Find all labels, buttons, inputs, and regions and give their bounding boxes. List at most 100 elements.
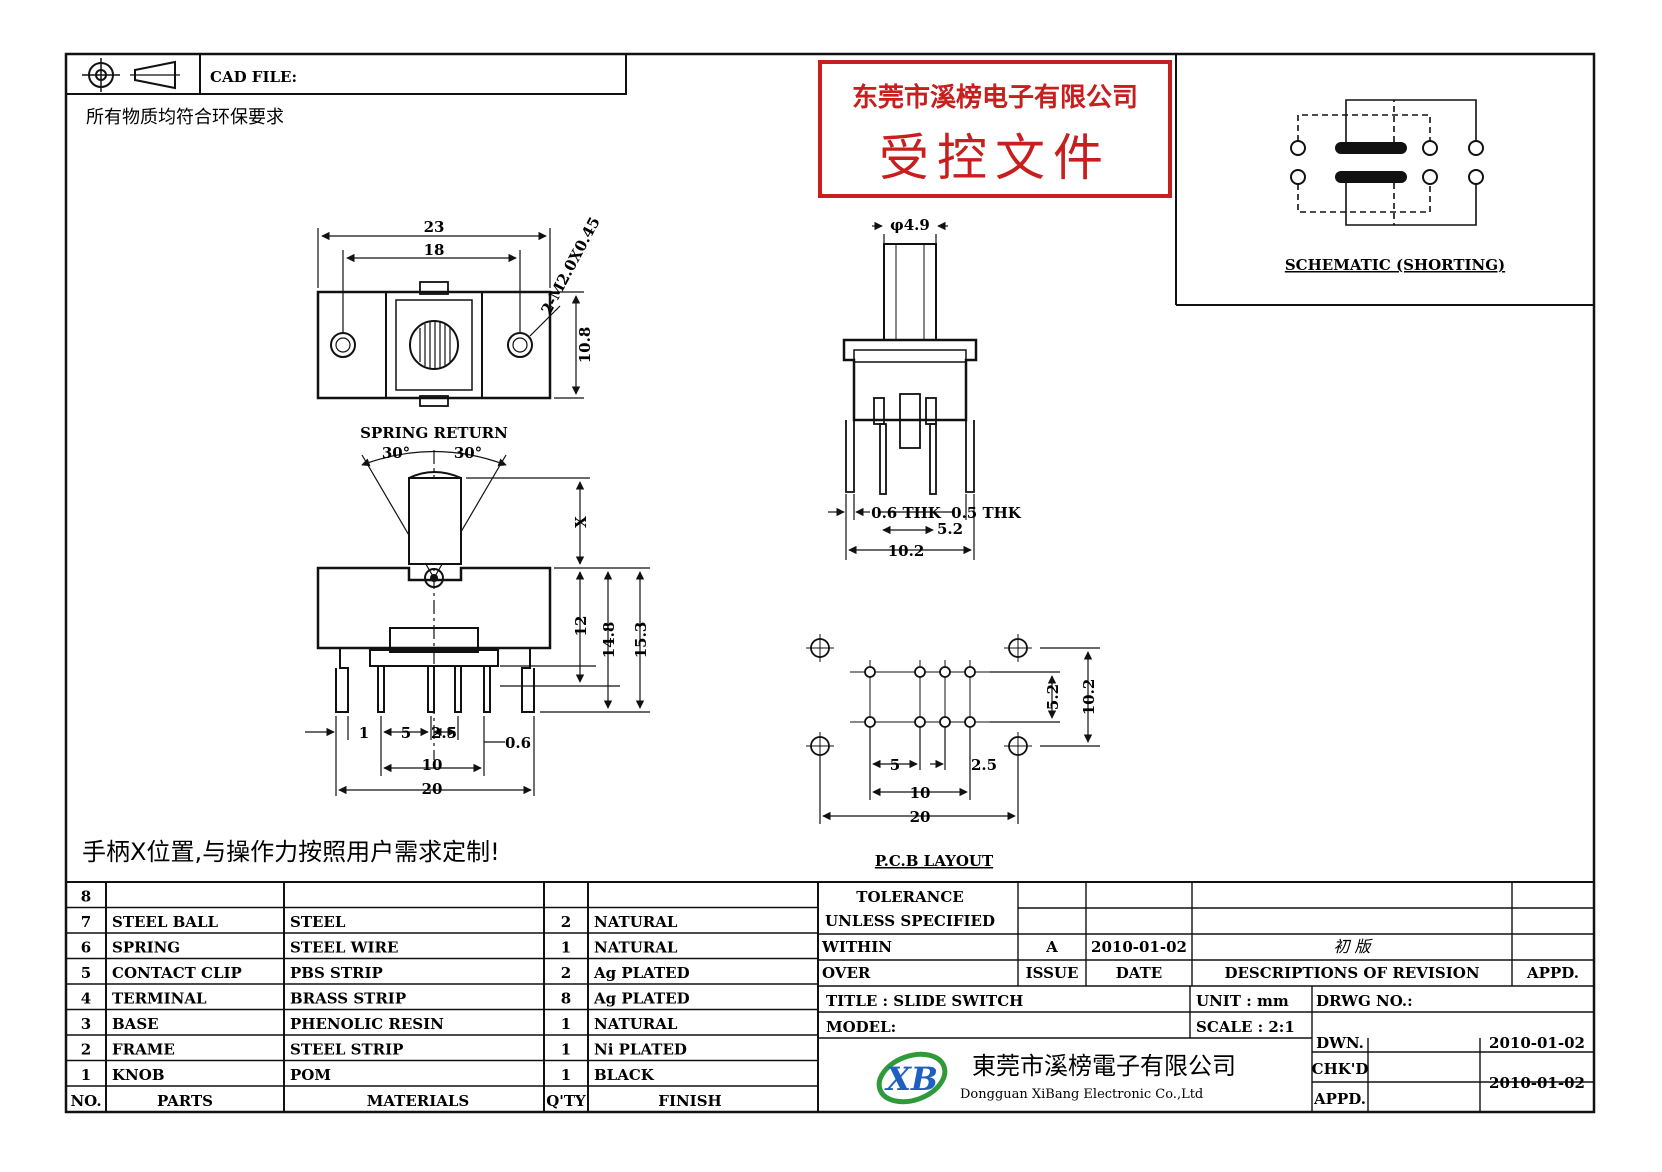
controlled-document-stamp: 东莞市溪榜电子有限公司 受控文件 xyxy=(818,60,1172,198)
dwn-label: DWN. xyxy=(1316,1034,1364,1052)
dim-hole-spacing: 18 xyxy=(424,241,445,259)
cad-file-label: CAD FILE: xyxy=(210,68,297,86)
bom-cell-qty: 1 xyxy=(561,1041,571,1059)
tolerance-label: TOLERANCE xyxy=(856,888,963,906)
pcb-dim-10-2: 10.2 xyxy=(1080,679,1098,716)
angle-right-label: 30° xyxy=(454,444,482,462)
dim-screw-thread: 2-M2.0X0.45 xyxy=(537,214,603,317)
schematic-panel: SCHEMATIC (SHORTING) xyxy=(1175,54,1594,306)
bom-cell-material: STEEL STRIP xyxy=(290,1041,403,1059)
dim-15-3: 15.3 xyxy=(632,622,650,659)
pcb-dim-20: 20 xyxy=(910,808,931,826)
front-view: SPRING RETURN 30° 30° xyxy=(305,424,650,798)
bom-cell-finish: Ni PLATED xyxy=(594,1041,687,1059)
dim-2-5: 2.5 xyxy=(431,724,457,742)
dim-14-8: 14.8 xyxy=(600,622,618,659)
bom-cell-material: PBS STRIP xyxy=(290,964,383,982)
issue-header: ISSUE xyxy=(1026,964,1079,982)
dim-side-5-2: 5.2 xyxy=(937,520,963,538)
dim-handle-x: X xyxy=(572,516,590,528)
title-text: TITLE : SLIDE SWITCH xyxy=(826,992,1023,1010)
bom-cell-part: SPRING xyxy=(112,939,180,957)
projection-symbol-icon xyxy=(82,58,180,92)
dim-shaft-diameter: φ4.9 xyxy=(890,216,930,234)
dim-body-height: 10.8 xyxy=(576,327,594,364)
date-header: DATE xyxy=(1116,964,1162,982)
bom-cell-qty: 2 xyxy=(561,913,571,931)
pcb-dim-2-5: 2.5 xyxy=(971,756,997,774)
bom-header-materials: MATERIALS xyxy=(367,1092,470,1110)
table-row: 8 xyxy=(81,888,91,906)
schematic-shorting-bars xyxy=(1335,142,1407,183)
bom-cell-part: KNOB xyxy=(112,1066,165,1084)
cad-header: CAD FILE: 所有物质均符合环保要求 xyxy=(65,53,627,128)
schematic-caption: SCHEMATIC (SHORTING) xyxy=(1285,256,1505,274)
pcb-dim-5: 5 xyxy=(890,756,900,774)
bom-cell-material: STEEL WIRE xyxy=(290,939,398,957)
pcb-mounting-holes xyxy=(810,638,1028,756)
drawing-border xyxy=(64,52,1596,1114)
bom-cell-material: STEEL xyxy=(290,913,346,931)
model-text: MODEL: xyxy=(826,1018,896,1036)
bom-cell-finish: Ag PLATED xyxy=(593,964,690,982)
chk-date: 2010-01-02 xyxy=(1489,1074,1585,1092)
logo-mark: XB xyxy=(884,1060,938,1098)
bom-header-no: NO. xyxy=(70,1092,101,1110)
dwn-date: 2010-01-02 xyxy=(1489,1034,1585,1052)
stamp-controlled: 受控文件 xyxy=(879,129,1111,187)
chkd-label: CHK'D xyxy=(1312,1060,1369,1078)
customization-note: 手柄X位置,与操作力按照用户需求定制! xyxy=(82,838,500,866)
bom-cell-part: CONTACT CLIP xyxy=(112,964,242,982)
stamp-company: 东莞市溪榜电子有限公司 xyxy=(852,82,1138,113)
unless-specified-label: UNLESS SPECIFIED xyxy=(825,912,995,930)
dim-0-6: 0.6 xyxy=(505,734,531,752)
environmental-note: 所有物质均符合环保要求 xyxy=(86,107,284,128)
dim-overall-width: 23 xyxy=(424,218,445,236)
bom-cell-finish: NATURAL xyxy=(594,939,678,957)
appd-header: APPD. xyxy=(1526,964,1579,982)
bom-cell-part: TERMINAL xyxy=(112,990,207,1008)
dim-0-5-thk: 0.5 THK xyxy=(951,504,1022,522)
title-block: TOLERANCE UNLESS SPECIFIED WITHIN OVER A… xyxy=(818,882,1594,1112)
company-name-en: Dongguan XiBang Electronic Co.,Ltd xyxy=(960,1087,1203,1102)
revision-description-value: 初 版 xyxy=(1333,937,1373,956)
over-label: OVER xyxy=(822,964,871,982)
bom-cell-qty: 1 xyxy=(561,1015,571,1033)
side-view: φ4.9 0.6 THK 0.5 THK 5.2 10.2 xyxy=(828,216,1022,560)
bom-cell-no: 6 xyxy=(81,939,91,957)
top-view: 23 18 10.8 2-M2.0X0.45 xyxy=(316,214,604,407)
bom-cell-finish: Ag PLATED xyxy=(593,990,690,1008)
scale-text: SCALE : 2:1 xyxy=(1196,1018,1295,1036)
schematic-wiring xyxy=(1297,99,1477,226)
dim-5: 5 xyxy=(401,724,411,742)
bom-header-parts: PARTS xyxy=(157,1092,213,1110)
angle-left-label: 30° xyxy=(382,444,410,462)
pcb-dim-10: 10 xyxy=(910,784,931,802)
dim-1: 1 xyxy=(359,724,369,742)
bom-cell-no: 2 xyxy=(81,1041,91,1059)
bom-cell-no: 3 xyxy=(81,1015,91,1033)
bom-cell-material: BRASS STRIP xyxy=(290,990,406,1008)
drawing-number-label: DRWG NO.: xyxy=(1316,992,1413,1010)
bom-cell-no: 7 xyxy=(81,913,91,931)
bom-cell-finish: NATURAL xyxy=(594,913,678,931)
dim-20: 20 xyxy=(422,780,443,798)
company-logo-icon: XB xyxy=(876,1051,948,1105)
within-label: WITHIN xyxy=(821,938,892,956)
pcb-layout: 5.2 10.2 5 2.5 10 20 P.C.B LAYOUT xyxy=(806,634,1100,870)
issue-value: A xyxy=(1045,938,1058,956)
dim-12: 12 xyxy=(572,616,590,637)
bom-cell-no: 1 xyxy=(81,1066,91,1084)
descriptions-header: DESCRIPTIONS OF REVISION xyxy=(1224,964,1479,982)
dim-0-6-thk: 0.6 THK xyxy=(871,504,942,522)
pcb-pads xyxy=(864,666,976,728)
bom-header-qty: Q'TY xyxy=(546,1092,586,1110)
bom-cell-qty: 2 xyxy=(561,964,571,982)
